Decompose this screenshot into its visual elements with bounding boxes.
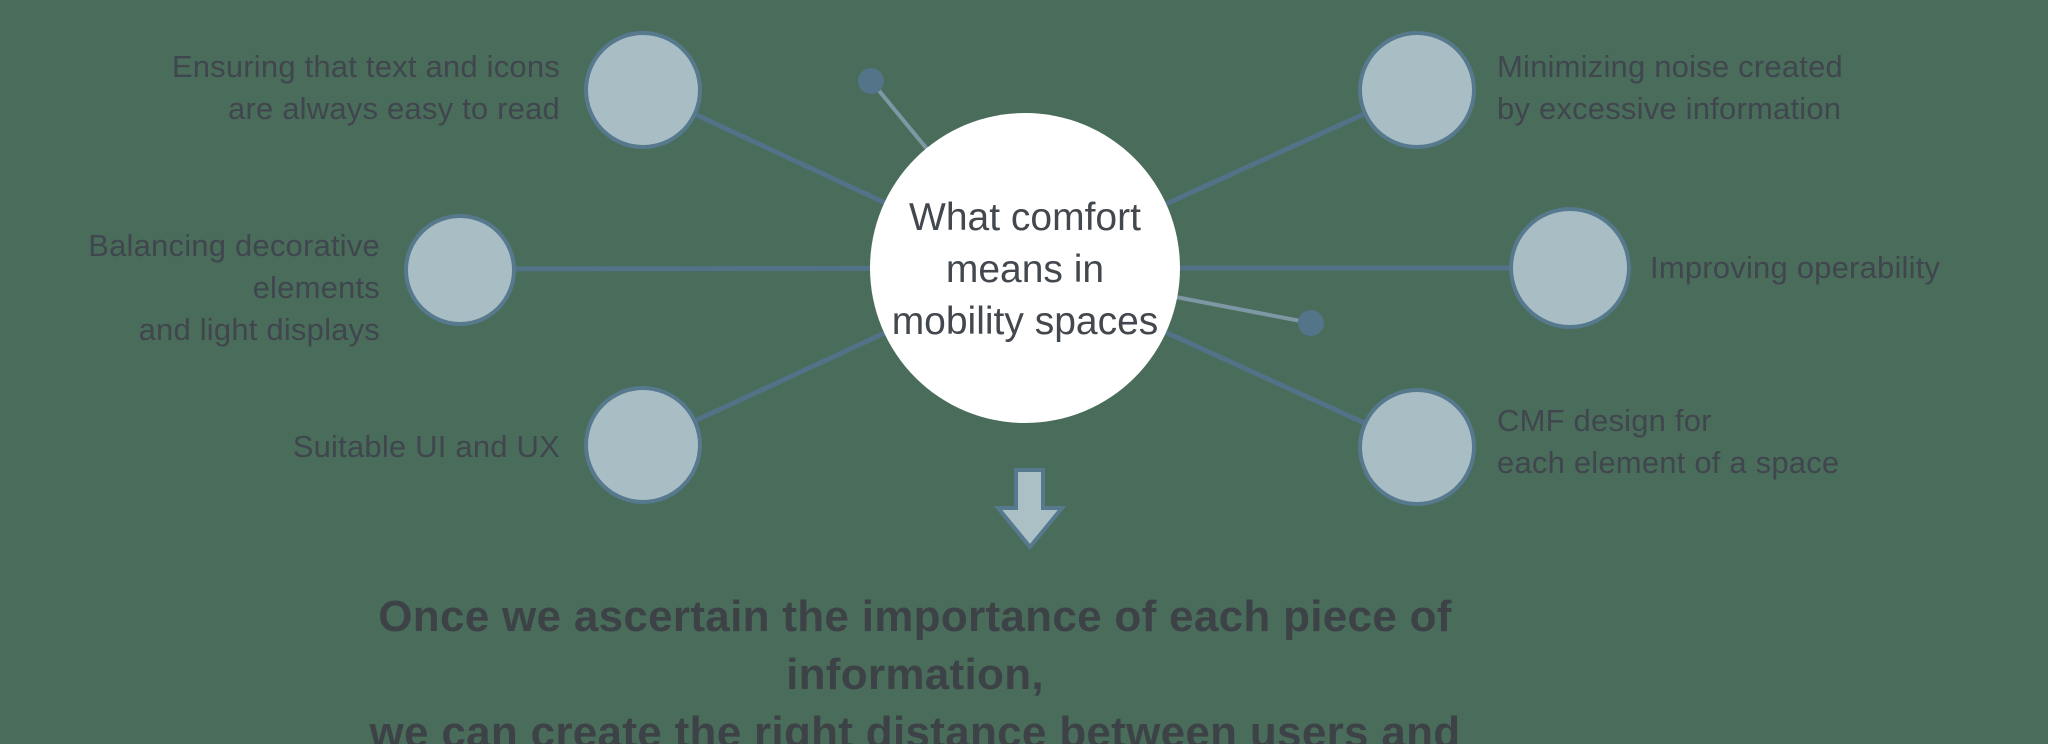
satellite-circle-ensuring-readability	[584, 31, 702, 149]
center-circle	[870, 113, 1180, 423]
conclusion-text: Once we ascertain the importance of each…	[369, 592, 1461, 744]
node-label-minimizing-noise: Minimizing noise created by excessive in…	[1497, 49, 1843, 126]
satellite-circle-improving-operability	[1509, 207, 1631, 329]
accent-dot-right	[1298, 310, 1324, 336]
accent-dot-top	[858, 68, 884, 94]
node-label-ensuring-readability: Ensuring that text and icons are always …	[171, 49, 560, 126]
satellite-circle-suitable-ui-ux	[584, 386, 702, 504]
satellite-circle-balancing-decorative	[404, 214, 516, 326]
node-label-balancing-decorative: Balancing decorative elements and light …	[88, 228, 380, 347]
down-arrow-icon	[993, 468, 1067, 551]
center-node-label: What comfort means in mobility spaces	[891, 196, 1159, 343]
satellite-circle-minimizing-noise	[1358, 31, 1476, 149]
satellite-circle-cmf-design	[1358, 388, 1476, 506]
node-label-suitable-ui-ux: Suitable UI and UX	[292, 429, 560, 464]
node-label-cmf-design: CMF design for each element of a space	[1497, 403, 1840, 480]
node-label-improving-operability: Improving operability	[1650, 250, 1941, 285]
